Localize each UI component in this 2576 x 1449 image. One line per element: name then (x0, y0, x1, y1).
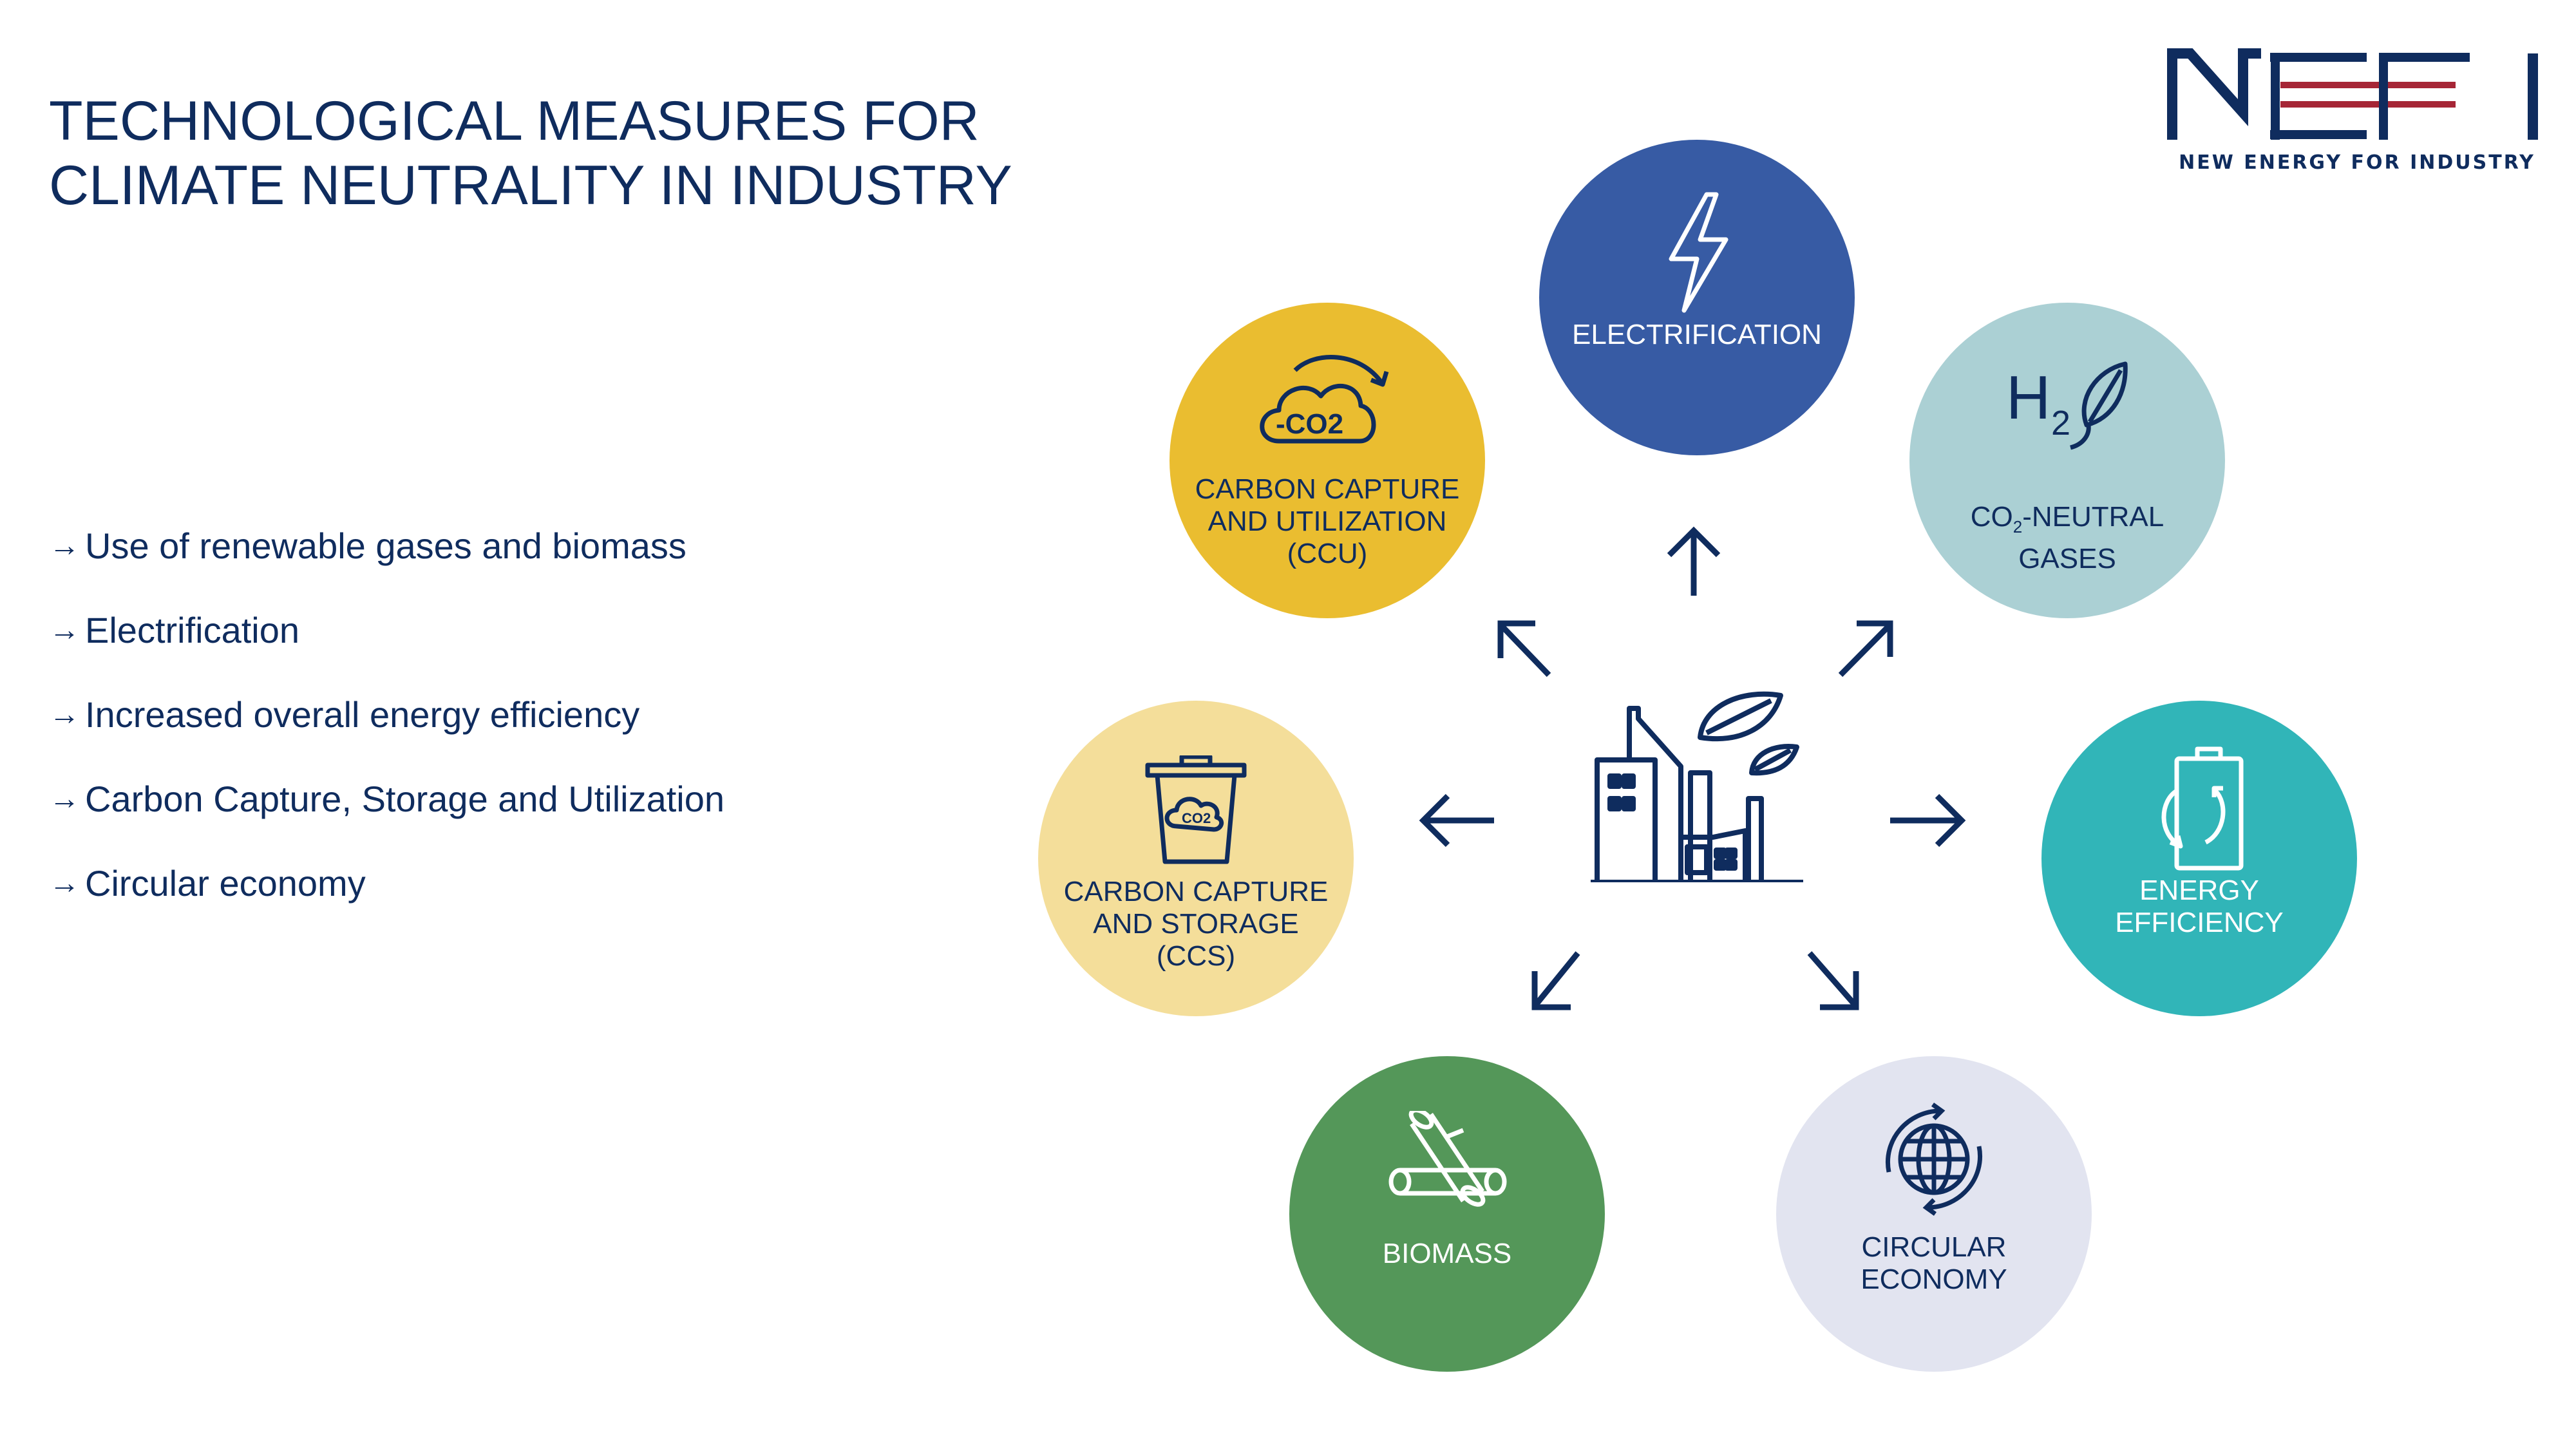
list-item: →Use of renewable gases and biomass (49, 523, 724, 607)
co2-bin-icon: CO2 (1144, 754, 1247, 868)
label-co-prefix: CO (1970, 501, 2013, 533)
measures-list: →Use of renewable gases and biomass →Ele… (49, 523, 724, 945)
list-item-text: Circular economy (85, 863, 366, 904)
logo-tagline: NEW ENERGY FOR INDUSTRY (2179, 151, 2535, 174)
circle-electrification: ELECTRIFICATION (1539, 140, 1855, 455)
list-item-text: Use of renewable gases and biomass (85, 526, 687, 566)
arrow-up-left-icon (1497, 620, 1551, 677)
svg-text:2: 2 (2051, 404, 2070, 442)
circle-ccu: -CO2 CARBON CAPTURE AND UTILIZATION (CCU… (1170, 303, 1485, 618)
arrow-right-icon: → (49, 529, 80, 563)
battery-cycle-icon (2151, 746, 2248, 878)
circle-label: ENERGY EFFICIENCY (2115, 875, 2284, 938)
svg-text:H: H (2006, 363, 2050, 432)
arrow-left-icon (1419, 793, 1494, 848)
factory-leaf-icon (1584, 663, 1803, 886)
arrow-right-icon (1890, 793, 1966, 848)
hydrogen-leaf-icon: H 2 (2006, 354, 2128, 454)
label-subscript: 2 (2012, 516, 2023, 536)
circle-label: CIRCULAR ECONOMY (1861, 1231, 2007, 1295)
list-item: →Carbon Capture, Storage and Utilization (49, 776, 724, 860)
lightning-icon (1662, 191, 1732, 317)
arrow-up-icon (1667, 526, 1721, 596)
globe-cycle-icon (1876, 1101, 1992, 1220)
list-item-text: Carbon Capture, Storage and Utilization (85, 779, 725, 819)
list-item-text: Increased overall energy efficiency (85, 694, 640, 735)
logs-icon (1386, 1108, 1508, 1224)
circle-label: BIOMASS (1382, 1238, 1512, 1269)
list-item: →Circular economy (49, 860, 724, 945)
circle-co2-neutral-gases: H 2 CO2-NEUTRAL GASES (1909, 303, 2225, 618)
arrow-down-left-icon (1531, 951, 1580, 1010)
circle-biomass: BIOMASS (1289, 1056, 1605, 1372)
arrow-right-icon: → (49, 697, 80, 732)
svg-text:-CO2: -CO2 (1276, 408, 1343, 440)
nefi-logo: NEW ENERGY FOR INDUSTRY (2167, 48, 2547, 184)
list-item: →Electrification (49, 607, 724, 692)
nefi-wordmark (2167, 48, 2538, 140)
circle-label: CARBON CAPTURE AND STORAGE (CCS) (1063, 876, 1329, 972)
circle-energy-efficiency: ENERGY EFFICIENCY (2041, 701, 2357, 1016)
arrow-up-right-icon (1838, 620, 1893, 677)
svg-text:CO2: CO2 (1182, 810, 1211, 826)
arrow-right-icon: → (49, 866, 80, 900)
list-item: →Increased overall energy efficiency (49, 692, 724, 776)
page-title: TECHNOLOGICAL MEASURES FOR CLIMATE NEUTR… (49, 89, 1012, 218)
page-title-line-2: CLIMATE NEUTRALITY IN INDUSTRY (49, 155, 1012, 216)
arrow-right-icon: → (49, 782, 80, 816)
arrow-down-right-icon (1807, 951, 1859, 1010)
list-item-text: Electrification (85, 610, 300, 650)
circle-label: CO2-NEUTRAL GASES (1922, 469, 2212, 575)
circle-ccs: CO2 CARBON CAPTURE AND STORAGE (CCS) (1038, 701, 1354, 1016)
page-title-line-1: TECHNOLOGICAL MEASURES FOR (49, 90, 980, 152)
circle-circular-economy: CIRCULAR ECONOMY (1776, 1056, 2092, 1372)
circle-label: ELECTRIFICATION (1572, 319, 1822, 350)
arrow-right-icon: → (49, 613, 80, 647)
co2-cloud-cycle-icon: -CO2 (1250, 345, 1405, 451)
label-rest: -NEUTRAL GASES (2018, 501, 2164, 574)
circle-label: CARBON CAPTURE AND UTILIZATION (CCU) (1195, 473, 1460, 569)
